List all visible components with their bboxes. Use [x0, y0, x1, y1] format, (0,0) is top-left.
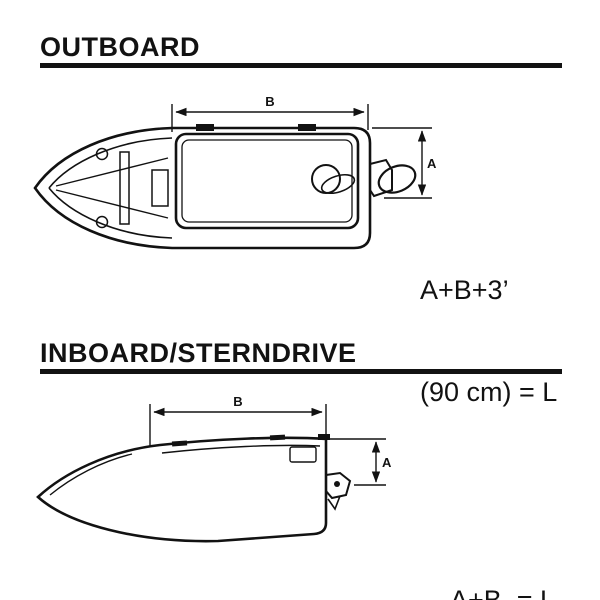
inboard-boat-sideview: [36, 434, 352, 543]
motor-well-detail: [320, 173, 356, 195]
bow-sheer-line: [49, 453, 133, 496]
inboard-boat-diagram: B A: [36, 394, 392, 543]
dimension-b-label: B: [233, 394, 242, 409]
cleat-left: [196, 124, 214, 131]
outboard-motor-cowl: [377, 164, 417, 194]
inboard-divider: [40, 369, 562, 374]
deck-inner-line: [161, 444, 321, 454]
dimension-b-outboard: B: [171, 94, 369, 132]
dimension-a-outboard: A: [372, 127, 437, 199]
cleat-bow: [171, 440, 188, 447]
gunwale-inner-top: [48, 137, 173, 189]
cleat-right: [298, 124, 316, 131]
dimension-a-inboard: A: [330, 438, 392, 486]
inboard-title: INBOARD/STERNDRIVE: [40, 338, 357, 368]
motor-bracket: [369, 158, 393, 198]
sterndrive-hub: [334, 481, 340, 487]
dimension-a-label: A: [427, 156, 437, 171]
dimension-b-inboard: B: [149, 394, 327, 447]
deck-fitting-top: [95, 147, 109, 161]
dimension-a-label: A: [382, 455, 392, 470]
hull-profile: [36, 436, 328, 543]
bow-bench: [119, 151, 130, 225]
engine-hatch: [289, 446, 317, 463]
sterndrive-skeg: [327, 495, 341, 511]
gunwale-inner-bottom: [48, 187, 173, 239]
dimension-b-label: B: [265, 94, 274, 109]
bow-chine-bottom: [55, 189, 169, 219]
outboard-title: OUTBOARD: [40, 32, 200, 62]
cockpit-inner: [181, 139, 353, 223]
outboard-formula: A+B+3’ (90 cm) = L: [420, 205, 557, 477]
sterndrive-unit: [325, 471, 352, 500]
inboard-formula: A+B = L: [450, 515, 555, 600]
bow-chine-top: [55, 157, 169, 187]
cleat-stern: [269, 434, 286, 441]
deck-fitting-bottom: [95, 215, 109, 229]
stern-corner-fitting: [318, 434, 330, 440]
outboard-formula-line2: (90 cm) = L: [420, 377, 558, 407]
cockpit-outer: [174, 132, 360, 230]
outboard-divider: [40, 63, 562, 68]
outboard-boat-topview: [33, 124, 417, 250]
inboard-formula-line1: A+B = L: [450, 585, 556, 600]
outboard-boat-diagram: B A: [33, 94, 437, 250]
outboard-formula-line1: A+B+3’: [420, 275, 509, 305]
console: [151, 169, 169, 207]
hull-outline: [33, 126, 372, 250]
motor-well: [311, 164, 341, 194]
